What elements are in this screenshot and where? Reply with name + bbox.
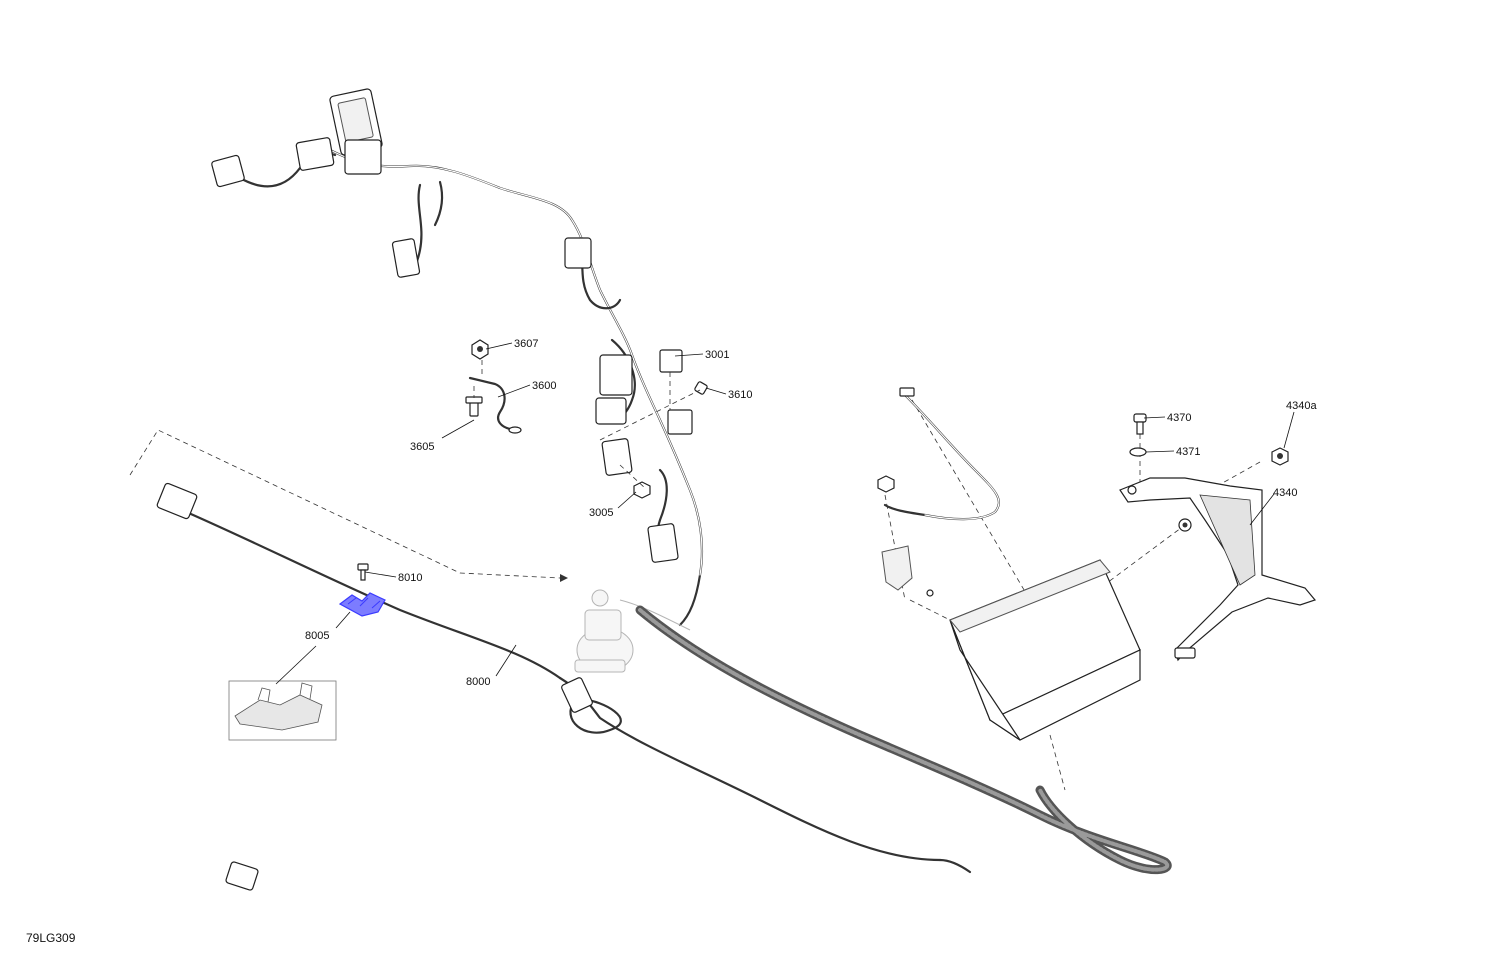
callout-4340: 4340 <box>1273 487 1297 499</box>
bracket-fasteners <box>1129 413 1289 466</box>
clip-detail-inset <box>228 680 337 741</box>
terminal-cover <box>881 545 934 597</box>
braided-battery-cable <box>635 605 1172 875</box>
callout-4340a: 4340a <box>1286 400 1317 412</box>
harness-fasteners <box>633 381 708 499</box>
battery <box>949 559 1141 741</box>
clip-8005-highlight[interactable] <box>338 592 386 617</box>
callout-3600: 3600 <box>532 380 556 392</box>
callout-8000: 8000 <box>466 676 490 688</box>
main-wiring-harness <box>211 88 704 627</box>
screw-8010 <box>357 563 369 581</box>
callout-labels: 3607 3001 3600 3610 3605 3005 8010 8005 … <box>305 338 1317 688</box>
callout-3005: 3005 <box>589 507 613 519</box>
accessory-harness-8000 <box>156 482 972 891</box>
leader-lines <box>275 342 1295 685</box>
battery-cable-positive <box>877 387 1000 521</box>
callout-4371: 4371 <box>1176 446 1200 458</box>
callout-8005[interactable]: 8005 <box>305 630 329 642</box>
callout-3607: 3607 <box>514 338 538 350</box>
starter-solenoid-ghost <box>574 589 691 673</box>
drawing-reference: 79LG309 <box>26 931 76 945</box>
battery-bracket-4340 <box>1119 477 1317 662</box>
ground-strap-hardware <box>465 339 522 434</box>
assembly-routing-lines <box>129 360 1261 791</box>
callout-3605: 3605 <box>410 441 434 453</box>
callout-8010: 8010 <box>398 572 422 584</box>
callout-3610: 3610 <box>728 389 752 401</box>
callout-3001: 3001 <box>705 349 729 361</box>
callout-4370: 4370 <box>1167 412 1191 424</box>
